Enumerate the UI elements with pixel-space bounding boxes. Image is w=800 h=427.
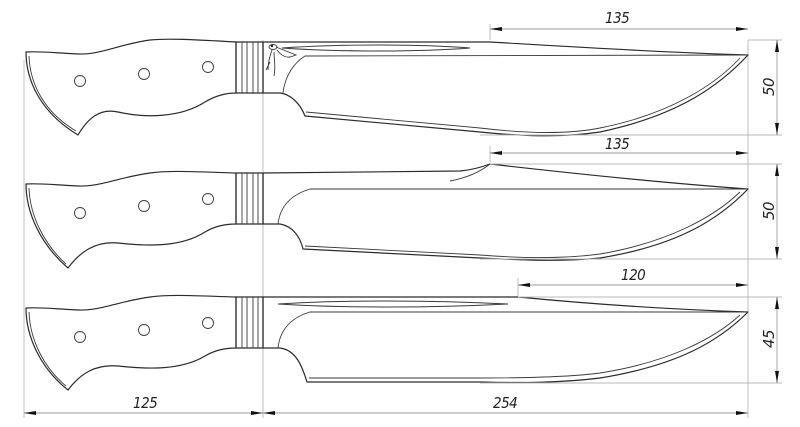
knife-2-blade (262, 163, 749, 261)
knife-2-clip-line (449, 163, 491, 182)
knife-1-handle (25, 38, 237, 136)
knife-3-handle (25, 294, 237, 391)
blade-length-label: 254 (493, 394, 517, 412)
knife-3-blade (262, 296, 749, 384)
knife-3-rivet-icon (138, 324, 150, 336)
knife-2-rivet-icon (202, 193, 214, 205)
knife-1-pommel-bevel (28, 55, 77, 132)
knife-1-bevel-line (282, 54, 749, 94)
knife-1-blade (262, 41, 749, 137)
knife-1-spine-length-label: 135 (605, 9, 629, 27)
knife-3: 120 (25, 266, 782, 391)
knife-3-rivet-icon (202, 317, 214, 329)
knife-2-guard (235, 172, 264, 225)
handle-length-label: 125 (133, 394, 157, 412)
knife-2-edge-line (304, 191, 741, 258)
knife-3-spine-length-label: 120 (621, 266, 645, 284)
knife-2-rivet-icon (74, 207, 86, 219)
knife-2-bevel-line (277, 188, 748, 225)
knife-1-fuller (281, 44, 471, 52)
knife-3-guard (235, 296, 264, 349)
knife-3-bevel-line (277, 311, 748, 349)
knife-1-rivet-icon (202, 61, 214, 73)
knife-2-spine-length-label: 135 (605, 135, 629, 153)
knife-1-rivet-icon (74, 75, 86, 87)
knife-1: 135 (25, 9, 782, 137)
knife-3-edge-line (309, 314, 741, 379)
knife-1-edge-line (305, 57, 741, 133)
knife-1-guard (235, 41, 264, 94)
knife-3-fuller (277, 300, 509, 308)
knife-2-handle (25, 170, 237, 269)
pelican-engraving-icon (265, 44, 298, 77)
knife-3-rivet-icon (74, 331, 86, 343)
knife-1-rivet-icon (138, 68, 150, 80)
knife-2-rivet-icon (138, 200, 150, 212)
knife-2: 135 (25, 135, 782, 269)
